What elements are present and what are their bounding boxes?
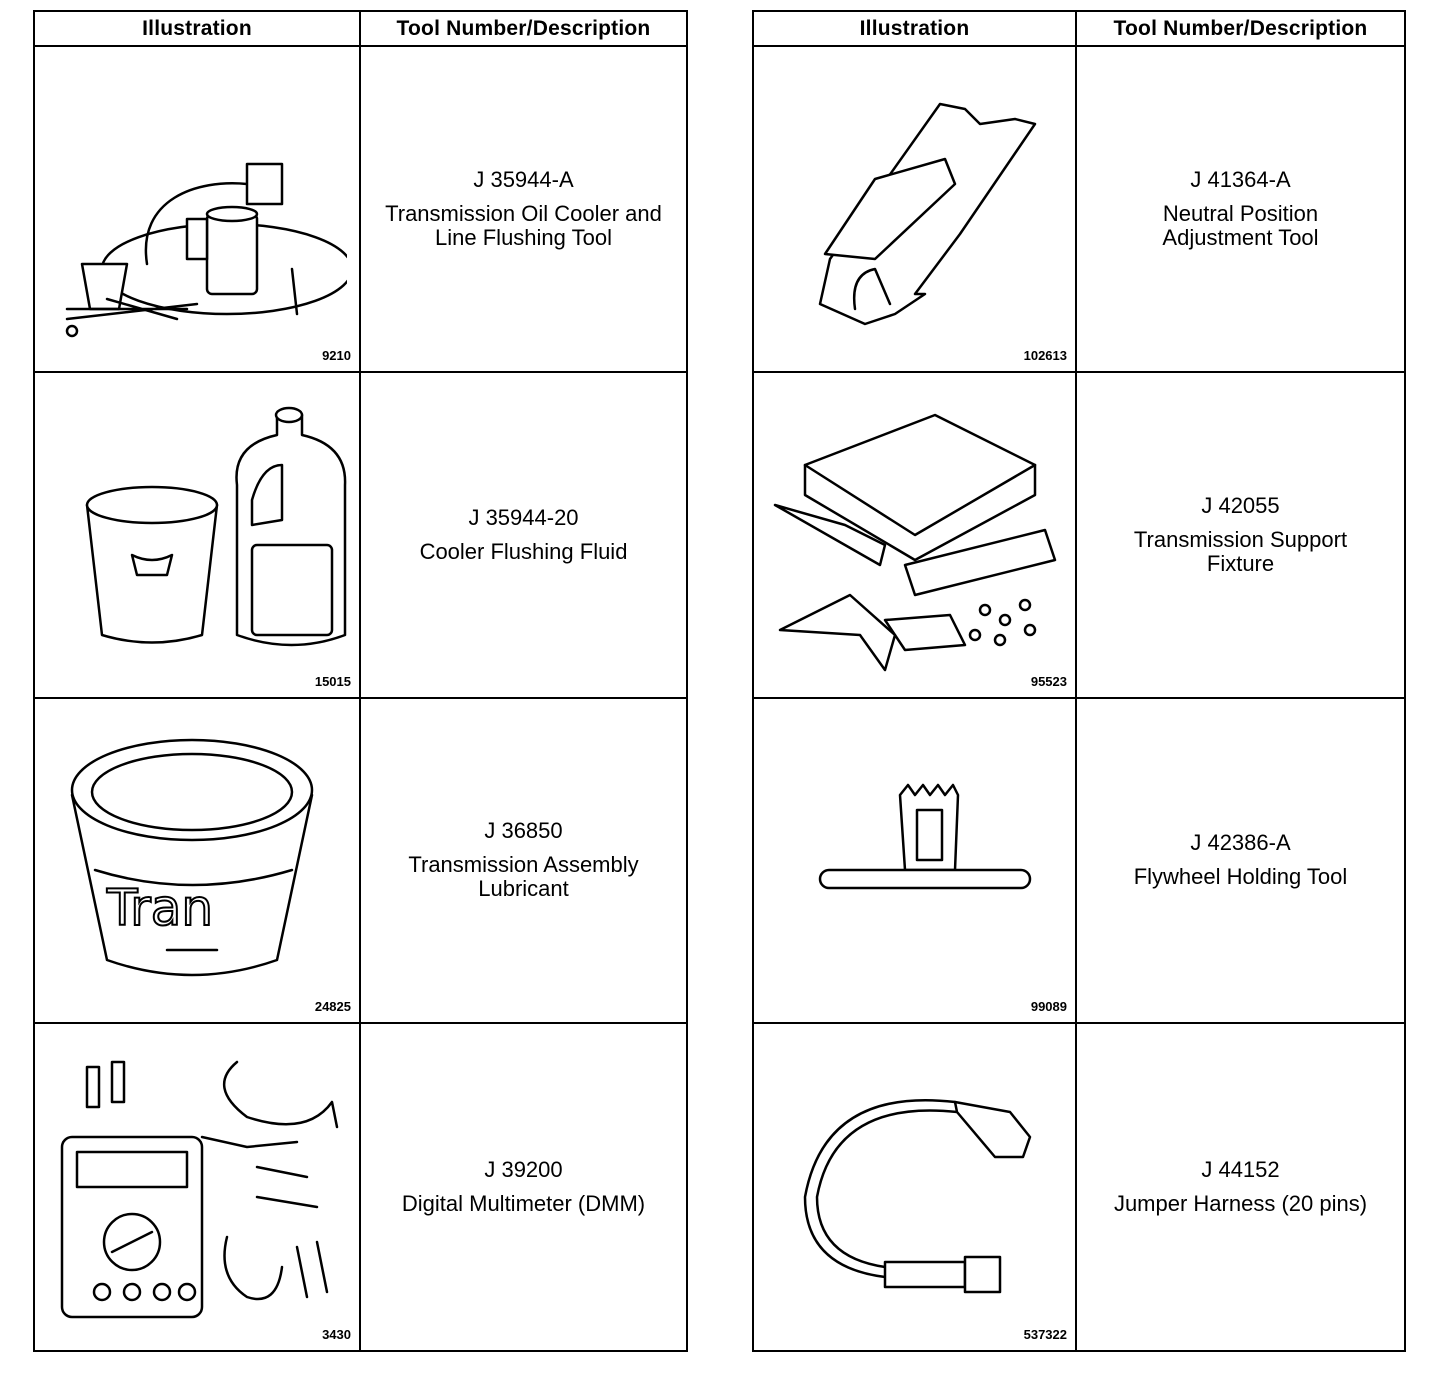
tool-description-cell: J 41364-A Neutral Position Adjustment To…: [1077, 47, 1404, 373]
illustration-cell: Tran 24825: [35, 698, 361, 1025]
illustration-cell: 99089: [754, 698, 1077, 1025]
tool-number: J 42386-A: [1190, 830, 1291, 856]
illustration-cell: 15015: [35, 372, 361, 699]
tool-description-line: Jumper Harness (20 pins): [1113, 1191, 1368, 1217]
figure-number: 95523: [1030, 673, 1067, 689]
fluid-jug-icon: [85, 406, 347, 646]
tool-number: J 35944-A: [473, 166, 574, 192]
flywheel-tool-icon: [818, 784, 1031, 890]
tool-description-line: Digital Multimeter (DMM): [401, 1191, 646, 1217]
adjustment-tool-icon: [818, 102, 1036, 326]
tool-description-cell: J 42386-A Flywheel Holding Tool: [1077, 699, 1404, 1025]
svg-text:Tran: Tran: [106, 879, 213, 937]
tool-number: J 42055: [1201, 492, 1280, 518]
support-fixture-icon: [773, 413, 1056, 671]
tool-description-line: Fixture: [1206, 550, 1275, 576]
multimeter-icon: [60, 1060, 339, 1319]
illustration-cell: 537322: [754, 1024, 1077, 1350]
tool-description-line: Flywheel Holding Tool: [1133, 864, 1348, 890]
tool-table-right: Illustration Tool Number/Description 102…: [752, 10, 1406, 1352]
tool-description-line: Adjustment Tool: [1162, 224, 1319, 250]
flushing-tool-icon: [65, 162, 347, 338]
tool-description-line: Neutral Position: [1162, 200, 1319, 226]
figure-number: 102613: [1023, 347, 1067, 363]
figure-number: 3430: [322, 1327, 351, 1342]
tool-description-cell: J 42055 Transmission Support Fixture: [1077, 373, 1404, 699]
tool-description-cell: J 35944-20 Cooler Flushing Fluid: [361, 373, 686, 699]
tool-description-line: Transmission Support: [1133, 526, 1348, 552]
figure-number: 15015: [314, 673, 351, 689]
tool-number: J 35944-20: [468, 504, 579, 530]
tool-description-cell: J 44152 Jumper Harness (20 pins): [1077, 1024, 1404, 1350]
illustration-cell: 95523: [754, 372, 1077, 699]
tool-description-cell: J 39200 Digital Multimeter (DMM): [361, 1024, 686, 1350]
illustration-cell: 9210: [35, 47, 361, 373]
tool-description-line: Line Flushing Tool: [435, 224, 612, 250]
tool-number: J 41364-A: [1190, 166, 1291, 192]
figure-number: 9210: [322, 347, 351, 363]
figure-number: 537322: [1023, 1327, 1067, 1342]
tool-number: J 36850: [484, 818, 563, 844]
tool-number: J 39200: [484, 1157, 563, 1183]
tool-description-cell: J 36850 Transmission Assembly Lubricant: [361, 699, 686, 1025]
figure-number: 99089: [1030, 999, 1067, 1015]
tool-description-line: Transmission Oil Cooler and: [385, 200, 662, 226]
lubricant-tub-icon: Tran: [70, 739, 314, 977]
tool-description-line: Lubricant: [478, 876, 569, 902]
tool-number: J 44152: [1201, 1157, 1280, 1183]
tool-description-line: Cooler Flushing Fluid: [419, 538, 628, 564]
tool-description-cell: J 35944-A Transmission Oil Cooler and Li…: [361, 47, 686, 373]
header-illustration: Illustration: [35, 12, 361, 47]
illustration-cell: 3430: [35, 1024, 361, 1350]
figure-number: 24825: [314, 999, 351, 1015]
header-tool: Tool Number/Description: [361, 12, 686, 47]
illustration-cell: 102613: [754, 47, 1077, 373]
jumper-harness-icon: [803, 1099, 1031, 1294]
header-illustration: Illustration: [754, 12, 1077, 47]
tool-table-left: Illustration Tool Number/Description 921…: [33, 10, 688, 1352]
header-tool: Tool Number/Description: [1077, 12, 1404, 47]
tool-description-line: Transmission Assembly: [408, 852, 639, 878]
